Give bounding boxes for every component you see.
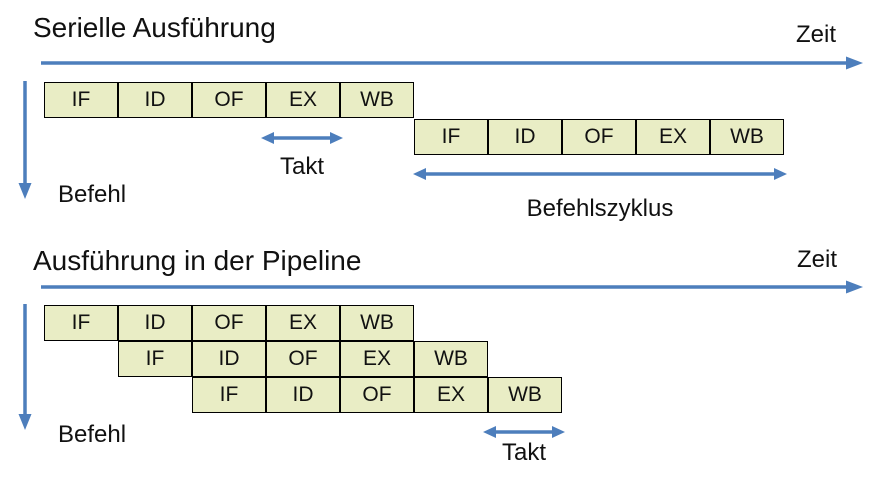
pipeline-r3-stage-id: ID xyxy=(266,377,340,413)
pipeline-r2-stage-ex: EX xyxy=(340,341,414,377)
serial-instruction-axis-label: Befehl xyxy=(58,181,127,208)
serial-r1-stage-if: IF xyxy=(44,82,118,118)
pipeline-r1-stage-if: IF xyxy=(44,305,118,341)
pipeline-r2-stage-if: IF xyxy=(118,341,192,377)
pipeline-r2-stage-wb: WB xyxy=(414,341,488,377)
pipeline-r3-stage-if: IF xyxy=(192,377,266,413)
pipeline-r2-stage-of: OF xyxy=(266,341,340,377)
serial-clock-span-arrow xyxy=(261,132,343,144)
pipeline-r3-stage-ex: EX xyxy=(414,377,488,413)
pipeline-r3-stage-wb: WB xyxy=(488,377,562,413)
serial-r1-stage-id: ID xyxy=(118,82,192,118)
serial-section-title: Serielle Ausführung xyxy=(33,12,276,43)
pipeline-section-title: Ausführung in der Pipeline xyxy=(33,245,362,276)
serial-r2-stage-wb: WB xyxy=(710,119,784,155)
serial-cycle-label: Befehlszyklus xyxy=(526,195,674,222)
serial-r1-stage-wb: WB xyxy=(340,82,414,118)
pipeline-r1-stage-wb: WB xyxy=(340,305,414,341)
serial-r1-stage-of: OF xyxy=(192,82,266,118)
pipeline-r1-stage-id: ID xyxy=(118,305,192,341)
pipeline-instruction-axis-label: Befehl xyxy=(58,421,127,448)
pipeline-instruction-axis-arrow xyxy=(18,304,32,430)
pipeline-clock-label: Takt xyxy=(501,439,546,466)
pipeline-time-axis-arrow xyxy=(41,280,863,294)
serial-r2-stage-id: ID xyxy=(488,119,562,155)
pipeline-r2-stage-id: ID xyxy=(192,341,266,377)
pipeline-r3-stage-of: OF xyxy=(340,377,414,413)
serial-r2-stage-of: OF xyxy=(562,119,636,155)
serial-time-axis-label: Zeit xyxy=(796,21,837,48)
serial-time-axis-arrow xyxy=(41,56,863,70)
pipeline-r1-stage-ex: EX xyxy=(266,305,340,341)
serial-r2-stage-ex: EX xyxy=(636,119,710,155)
serial-cycle-span-arrow xyxy=(413,168,787,180)
pipeline-clock-span-arrow xyxy=(483,426,565,438)
serial-r1-stage-ex: EX xyxy=(266,82,340,118)
serial-clock-label: Takt xyxy=(279,153,324,180)
serial-r2-stage-if: IF xyxy=(414,119,488,155)
pipeline-r1-stage-of: OF xyxy=(192,305,266,341)
serial-instruction-axis-arrow xyxy=(18,81,32,199)
pipeline-time-axis-label: Zeit xyxy=(797,246,838,273)
